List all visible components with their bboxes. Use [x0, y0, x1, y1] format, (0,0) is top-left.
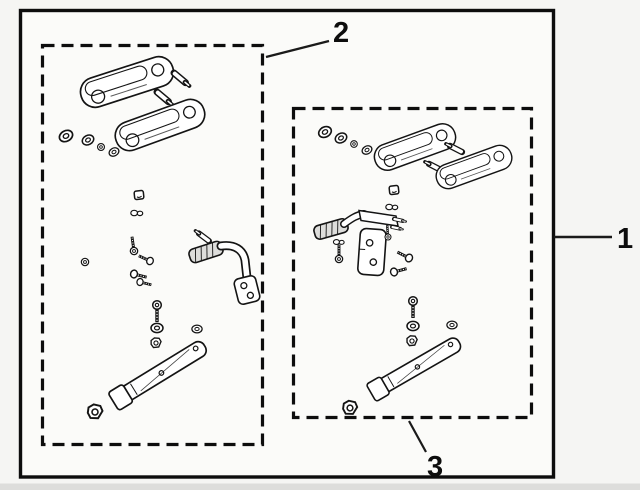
washer-icon: [446, 320, 458, 330]
double-washer-icon: [385, 203, 399, 211]
hex-nut-icon: [406, 335, 418, 347]
washer-icon: [96, 142, 106, 152]
kit-group-3: [291, 106, 534, 420]
callout-2: 2: [265, 17, 349, 59]
washer-icon: [80, 257, 90, 267]
kit-group-2: [40, 43, 265, 447]
square-nut-icon: [388, 184, 400, 196]
callout-2-label: 2: [333, 17, 349, 49]
kit-group-2-dashed-box: [40, 43, 265, 447]
square-nut-icon: [133, 189, 145, 201]
washer-icon: [150, 322, 164, 334]
callout-1-label: 1: [617, 223, 633, 255]
mount-bracket-arm-drawing: [186, 231, 262, 307]
callout-3-label: 3: [427, 451, 443, 483]
double-washer-icon: [130, 209, 144, 217]
bracket-top-plate-icon: [358, 209, 399, 227]
washer-icon: [406, 320, 420, 332]
bracket-stud-icon: [390, 225, 405, 232]
washer-icon: [332, 239, 345, 245]
kit-group-3-dashed-box: [291, 106, 534, 420]
callout-3-leader-line: [408, 420, 427, 453]
washer-icon: [350, 140, 358, 148]
washer-icon: [191, 324, 203, 334]
callout-1: 1: [554, 223, 633, 255]
bracket-stud-icon: [394, 219, 406, 221]
mount-bracket-assembly-drawing: [311, 209, 416, 279]
photo-edge-strip: [0, 483, 640, 490]
hex-nut-icon: [150, 337, 162, 349]
callout-2-leader-line: [265, 39, 330, 59]
callout-3: 3: [408, 420, 443, 483]
bracket-plate-icon: [357, 227, 387, 277]
